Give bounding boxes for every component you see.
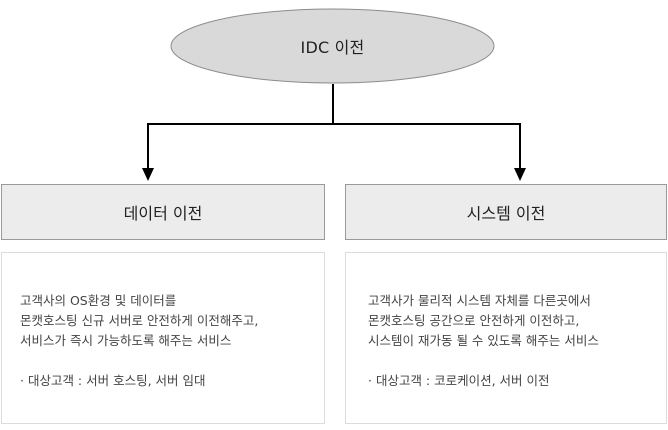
description-line: 몬캣호스팅 공간으로 안전하게 이전하고, — [368, 313, 580, 328]
connector-lines — [142, 84, 526, 181]
description-line: 시스템이 재가동 될 수 있도록 해주는 서비스 — [368, 333, 599, 348]
description-line: 고객사의 OS환경 및 데이터를 — [20, 293, 177, 308]
root-node: IDC 이전 — [170, 8, 495, 84]
system-migration-description: 고객사가 물리적 시스템 자체를 다른곳에서 몬캣호스팅 공간으로 안전하게 이… — [345, 252, 667, 424]
data-migration-header: 데이터 이전 — [1, 184, 325, 240]
target-customers: · 대상고객 : 코로케이션, 서버 이전 — [368, 373, 550, 388]
description-line: 고객사가 물리적 시스템 자체를 다른곳에서 — [368, 293, 591, 308]
root-label: IDC 이전 — [300, 38, 365, 57]
right-arrowhead — [514, 168, 526, 181]
data-migration-description: 고객사의 OS환경 및 데이터를 몬캣호스팅 신규 서버로 안전하게 이전해주고… — [1, 252, 325, 424]
system-migration-header: 시스템 이전 — [345, 184, 667, 240]
left-arrowhead — [142, 168, 154, 181]
target-customers: · 대상고객 : 서버 호스팅, 서버 임대 — [20, 373, 206, 388]
description-line: 몬캣호스팅 신규 서버로 안전하게 이전해주고, — [20, 313, 259, 328]
root-ellipse-shape — [170, 8, 495, 84]
description-line: 서비스가 즉시 가능하도록 해주는 서비스 — [20, 333, 232, 348]
